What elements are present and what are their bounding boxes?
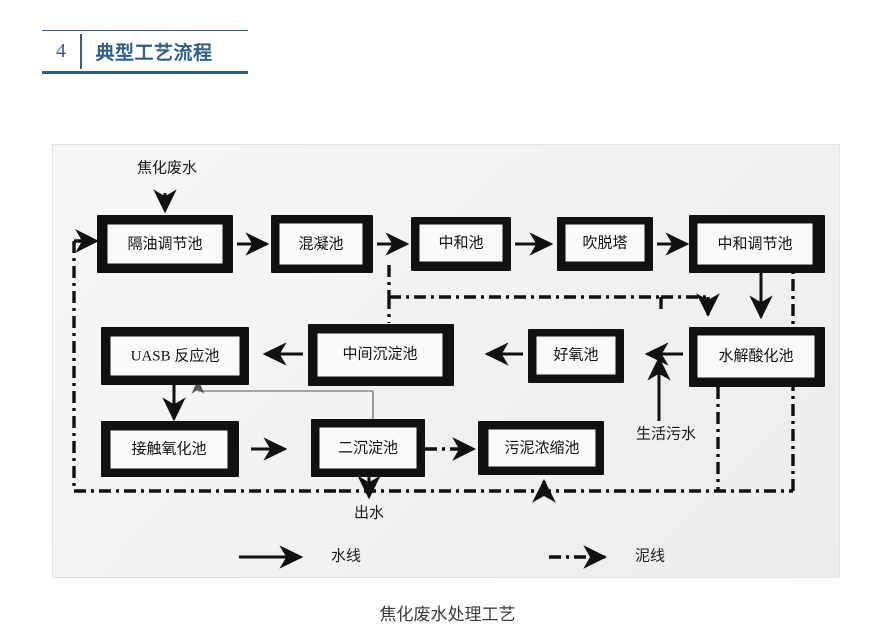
inlet-label: 焦化废水 [137,159,197,176]
section-number: 4 [56,40,66,62]
outlet-label: 出水 [354,504,384,521]
node-intermediate-settling-tank[interactable]: 中间沉淀池 [308,324,454,386]
node-uasb-reactor[interactable]: UASB 反应池 [101,327,249,385]
node-label: 接触氧化池 [131,440,206,457]
section-header: 4 典型工艺流程 [42,30,248,74]
domestic-sewage-label: 生活污水 [636,425,696,442]
process-flow-figure: 隔油调节池 混凝池 中和池 吹脱塔 中和调节池 [52,144,840,578]
node-label: 中间沉淀池 [342,345,417,362]
node-label: 中和池 [438,234,483,251]
node-neutral-regulating-tank[interactable]: 中和调节池 [689,215,825,273]
node-aerobic-tank[interactable]: 好氧池 [528,329,624,383]
node-label: 吹脱塔 [582,234,627,251]
process-flow-diagram: 隔油调节池 混凝池 中和池 吹脱塔 中和调节池 [72,159,825,569]
node-hydrolysis-acidification-tank[interactable]: 水解酸化池 [689,327,825,387]
node-neutralization-tank[interactable]: 中和池 [411,217,511,271]
node-label: 混凝池 [298,235,343,252]
node-coagulation-tank[interactable]: 混凝池 [271,215,373,273]
figure-caption: 焦化废水处理工艺 [379,605,516,624]
sludge-line-upper-branch [387,265,720,318]
node-label: 好氧池 [553,346,598,363]
node-label: UASB 反应池 [131,346,220,364]
node-label: 二沉淀池 [338,439,398,456]
page-title: 典型工艺流程 [95,42,213,64]
legend-sludge-line: 泥线 [549,545,665,569]
legend-water-line: 水线 [239,545,361,569]
node-contact-oxidation-tank[interactable]: 接触氧化池 [101,421,239,477]
legend-label: 水线 [331,547,361,564]
sludge-line-left-trunk [72,229,339,493]
node-label: 中和调节池 [717,235,792,252]
header-divider [80,34,82,69]
node-label: 隔油调节池 [127,235,202,252]
node-secondary-settling-tank[interactable]: 二沉淀池 [311,419,425,477]
return-sludge-line [191,379,374,419]
node-label: 水解酸化池 [718,347,793,364]
legend-label: 泥线 [635,547,665,564]
node-sludge-thickener[interactable]: 污泥浓缩池 [478,421,604,475]
node-label: 污泥浓缩池 [504,439,579,456]
node-oil-separation-tank[interactable]: 隔油调节池 [97,215,233,273]
node-stripping-tower[interactable]: 吹脱塔 [557,217,653,271]
